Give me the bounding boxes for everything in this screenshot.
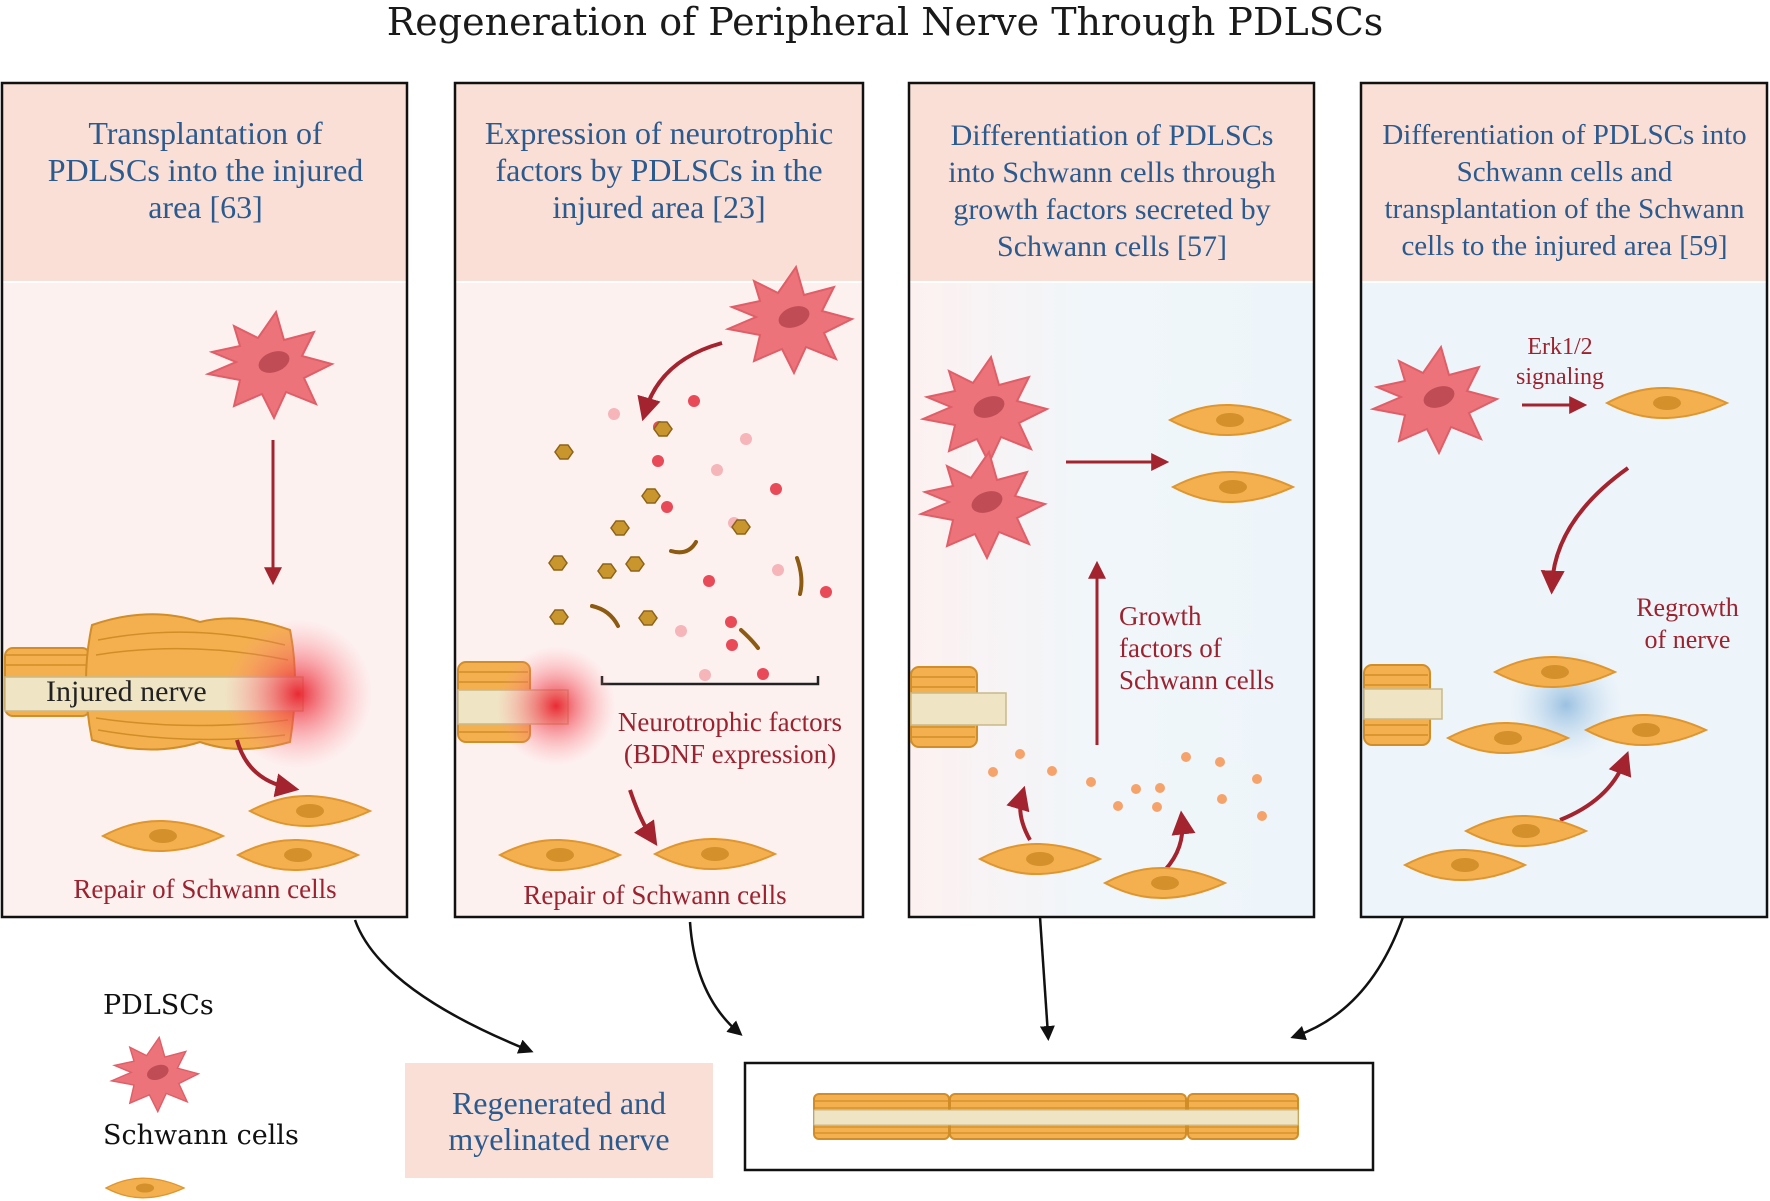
repair-label: Repair of Schwann cells	[523, 880, 787, 910]
label-line: signaling	[1516, 364, 1604, 390]
regrowth-label: Regrowth of nerve	[1620, 592, 1755, 656]
arrow	[1163, 810, 1196, 872]
converge-arrow	[1290, 916, 1405, 1041]
result-label: Regenerated and myelinated nerve	[405, 1063, 713, 1178]
injured-nerve	[1363, 664, 1443, 746]
title-line: into Schwann cells through	[948, 156, 1276, 189]
injury-glow	[223, 619, 373, 769]
erk-signaling-label: Erk1/2 signaling	[1500, 332, 1620, 392]
panel-4-title: Differentiation of PDLSCs into Schwann c…	[1362, 117, 1767, 265]
label-line: myelinated nerve	[448, 1120, 670, 1157]
arrow	[235, 739, 300, 798]
title-line: Differentiation of PDLSCs	[950, 119, 1274, 152]
converge-arrow	[353, 919, 534, 1054]
repair-label: Repair of Schwann cells	[73, 874, 337, 904]
label-line: factors of	[1119, 633, 1222, 663]
neurotrophic-factors	[548, 395, 832, 681]
label-line: Erk1/2	[1527, 334, 1593, 360]
panel-2	[453, 81, 865, 919]
label-line: of nerve	[1644, 625, 1731, 654]
panel-2-title: Expression of neurotrophic factors by PD…	[459, 115, 859, 226]
panel-1-title: Transplantation of PDLSCs into the injur…	[8, 115, 403, 226]
label-line: Regrowth	[1636, 593, 1739, 622]
neurotrophic-factors-label: Neurotrophic factors (BDNF expression)	[600, 706, 860, 770]
title-line: Schwann cells [57]	[997, 230, 1227, 263]
arrow	[1559, 751, 1632, 822]
label-line: Growth	[1119, 601, 1202, 631]
label-line: (BDNF expression)	[623, 739, 837, 769]
converge-arrow	[688, 921, 743, 1036]
converge-arrow	[1038, 916, 1055, 1041]
label-line: Regenerated and	[451, 1084, 667, 1121]
growth-factors	[988, 749, 1267, 821]
panel-3-title: Differentiation of PDLSCs into Schwann c…	[911, 117, 1313, 265]
title-line: area [63]	[148, 189, 263, 225]
title-line: Transplantation of	[88, 115, 323, 151]
injury-glow	[496, 646, 616, 766]
arrow	[637, 341, 723, 422]
label-line: Schwann cells	[1119, 665, 1275, 695]
title-line: growth factors secreted by	[953, 193, 1271, 226]
panel-4	[1359, 81, 1769, 919]
legend-schwann-icon	[105, 1177, 185, 1199]
title-line: injured area [23]	[552, 189, 766, 225]
legend-schwann-label: Schwann cells	[103, 1120, 299, 1151]
title-line: transplantation of the Schwann	[1384, 193, 1745, 225]
panel-1	[0, 81, 409, 919]
title-line: Schwann cells and	[1456, 156, 1673, 188]
regenerated-nerve	[743, 1061, 1375, 1172]
title-line: PDLSCs into the injured	[47, 152, 364, 188]
injured-nerve-label: Injured nerve	[46, 675, 207, 708]
arrow	[628, 789, 658, 846]
title-line: Differentiation of PDLSCs into	[1382, 119, 1747, 151]
title-line: cells to the injured area [59]	[1401, 230, 1728, 262]
label-line: Neurotrophic factors	[617, 707, 843, 737]
title-line: Expression of neurotrophic	[484, 115, 834, 151]
title-line: factors by PDLSCs in the	[495, 152, 823, 188]
page-title: Regeneration of Peripheral Nerve Through…	[386, 0, 1384, 44]
growth-factors-label: Growth factors of Schwann cells	[1119, 600, 1274, 696]
arrow	[1540, 466, 1630, 595]
legend-pdlsc-icon	[110, 1036, 200, 1113]
arrow	[1006, 785, 1032, 841]
injured-nerve	[910, 666, 1007, 748]
legend-pdlsc-label: PDLSCs	[103, 990, 214, 1021]
